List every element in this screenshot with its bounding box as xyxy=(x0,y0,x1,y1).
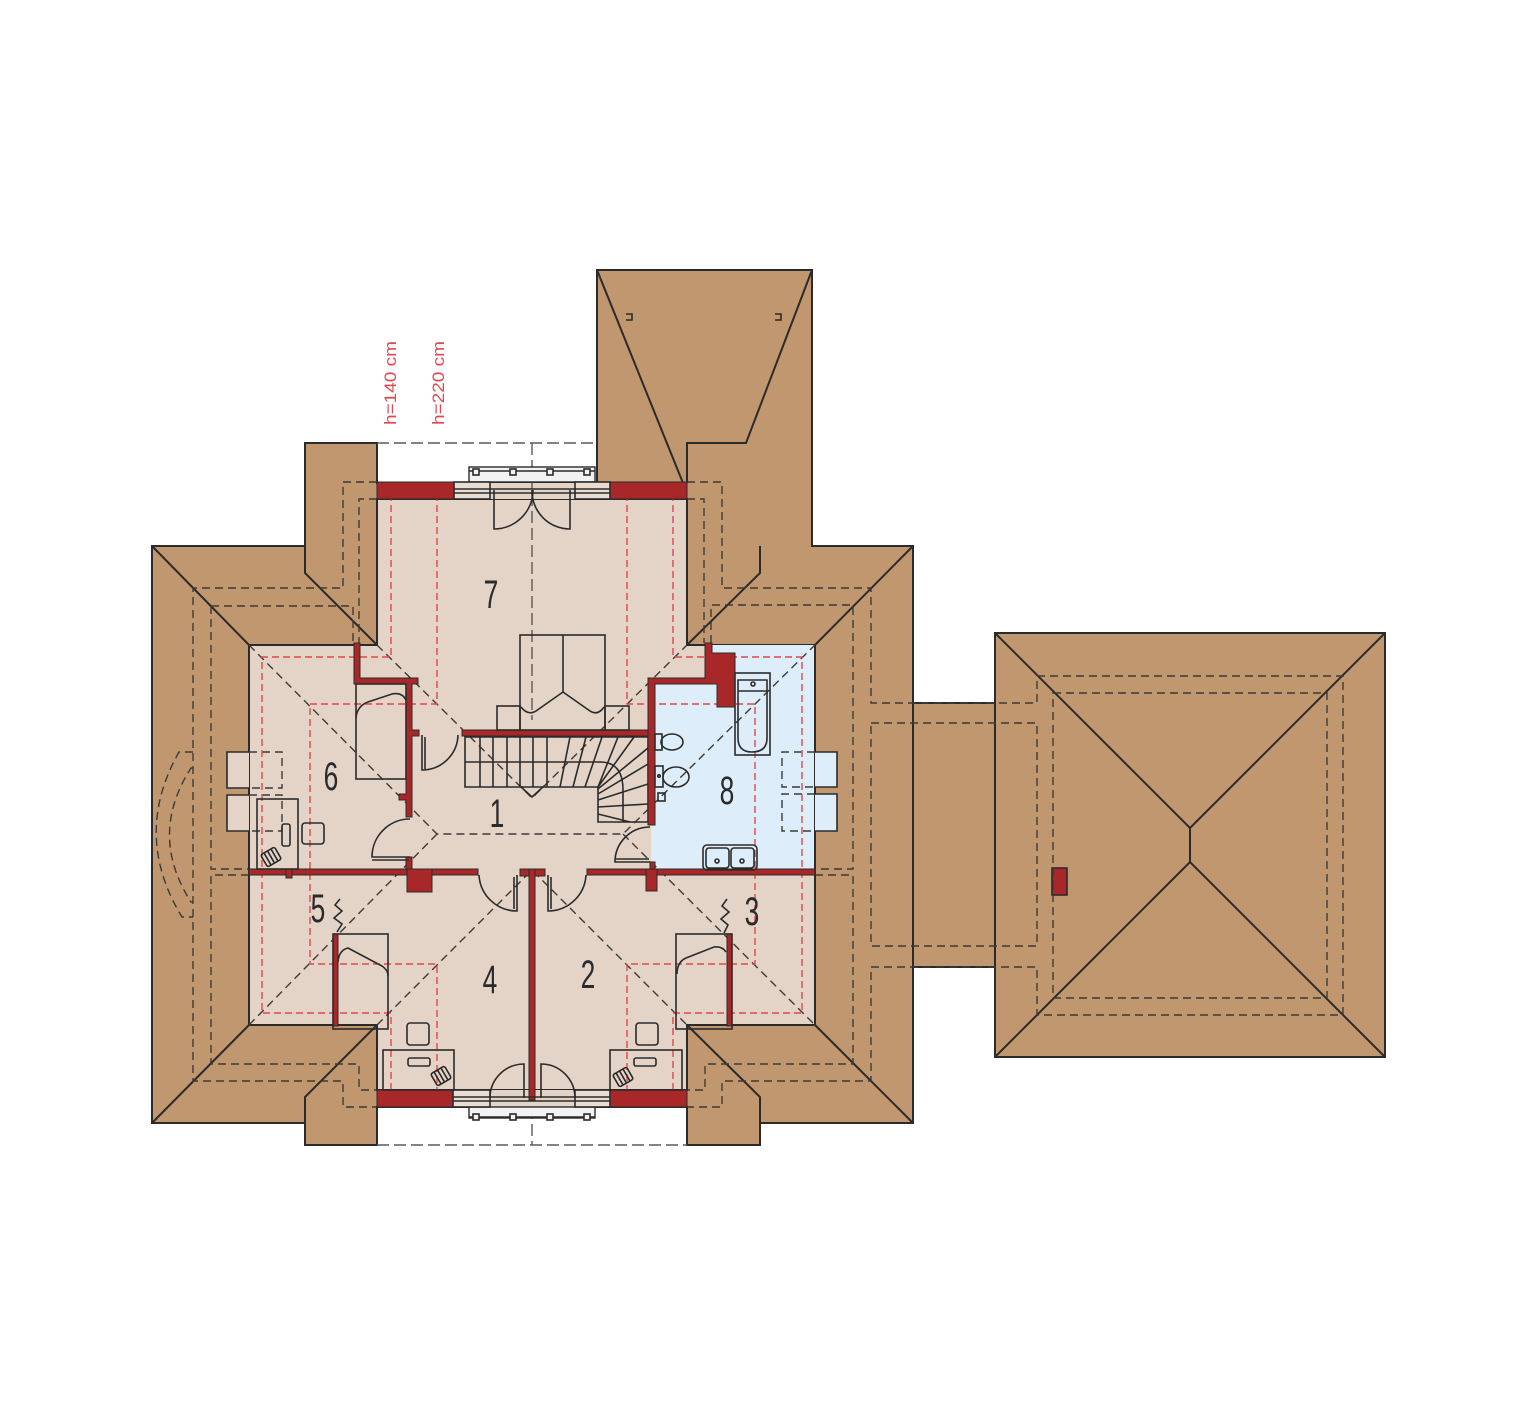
desk xyxy=(256,798,299,870)
pillow-line xyxy=(520,691,605,714)
bin-icon xyxy=(260,846,282,868)
connector-roof xyxy=(912,702,996,968)
nightstand-right xyxy=(604,705,630,731)
wall-north-left xyxy=(376,481,455,500)
south-window xyxy=(452,1089,611,1121)
wall-middle-right xyxy=(586,868,816,876)
chimney xyxy=(1051,867,1068,896)
height-line-140 xyxy=(261,483,392,1090)
room-5-label: 5 xyxy=(311,887,326,932)
desk xyxy=(609,1049,683,1091)
doors xyxy=(371,489,651,1099)
furniture-room-2 xyxy=(609,933,733,1091)
zigzag-icon xyxy=(719,898,731,934)
floor-drain-icon xyxy=(657,792,666,802)
furniture-room-4 xyxy=(332,933,455,1091)
toilet-tank xyxy=(654,733,663,751)
desk xyxy=(382,1049,455,1091)
room-1-label: 1 xyxy=(490,792,505,837)
room-2-label: 2 xyxy=(581,953,596,998)
height-label-220: h=220 cm xyxy=(429,341,448,425)
monitor xyxy=(407,1057,431,1067)
door-bathroom xyxy=(614,826,651,863)
toilet-bowl xyxy=(660,733,684,751)
dormer-bumps xyxy=(226,751,249,832)
bathroom-floor xyxy=(651,645,814,869)
room-7-label: 7 xyxy=(484,573,499,618)
bin-icon xyxy=(612,1066,634,1088)
wall-bathroom xyxy=(647,642,736,826)
door-room-4 xyxy=(478,874,518,912)
wall-nub xyxy=(285,868,293,879)
furniture-room-7 xyxy=(496,634,630,731)
furniture-bathroom xyxy=(654,672,771,871)
height-label-140: h=140 cm xyxy=(381,341,400,425)
chair xyxy=(301,822,325,845)
height-line-220-right xyxy=(626,483,756,1090)
bed xyxy=(355,683,407,780)
bed xyxy=(675,933,733,1030)
wall-middle-left xyxy=(248,868,479,876)
room-4-label: 4 xyxy=(483,958,498,1003)
furniture-room-6 xyxy=(256,683,407,870)
room-6-label: 6 xyxy=(324,755,339,800)
room-labels: 1 2 3 4 5 6 7 8 xyxy=(311,573,760,1003)
room-8-label: 8 xyxy=(720,769,735,814)
roof-vent-icons xyxy=(626,313,782,321)
monitor xyxy=(281,823,291,847)
wall-partition-4-2 xyxy=(528,868,536,1101)
height-line-140-right xyxy=(672,483,803,1090)
chair xyxy=(635,1022,659,1046)
bathroom-dormer-bumps xyxy=(815,751,838,832)
zigzag-symbols xyxy=(332,898,731,934)
wall-pillar-left xyxy=(406,868,433,893)
zigzag-icon xyxy=(332,898,344,933)
door-room-2 xyxy=(547,874,587,912)
bed xyxy=(332,933,389,1030)
chair xyxy=(406,1022,430,1046)
wall-stairs-top xyxy=(461,729,656,737)
nightstand-left xyxy=(496,705,521,731)
height-lines xyxy=(261,483,803,1090)
room-3-label: 3 xyxy=(745,890,760,935)
wall-pillar-right-stub xyxy=(649,861,656,870)
wall-pillar-right xyxy=(645,868,658,892)
bin-icon xyxy=(430,1065,452,1087)
door-room-7-right xyxy=(531,489,571,530)
height-line-220 xyxy=(309,483,438,1090)
bidet-bowl xyxy=(662,766,690,788)
wall-south-left xyxy=(376,1089,454,1108)
door-hall-closet xyxy=(421,734,459,771)
roof-hip-lines xyxy=(151,269,1386,1124)
stair-direction-arrow-icon xyxy=(519,785,545,799)
double-sink xyxy=(702,844,758,871)
door-room-2-balcony xyxy=(540,1063,576,1099)
wall-north-right xyxy=(609,481,688,500)
monitor xyxy=(633,1057,657,1067)
door-room-6 xyxy=(371,818,411,861)
north-window xyxy=(453,466,611,500)
wall-south-right xyxy=(609,1089,688,1108)
height-labels: h=140 cm h=220 cm xyxy=(381,341,448,425)
door-room-4-balcony xyxy=(489,1063,525,1099)
bathtub xyxy=(734,672,771,756)
